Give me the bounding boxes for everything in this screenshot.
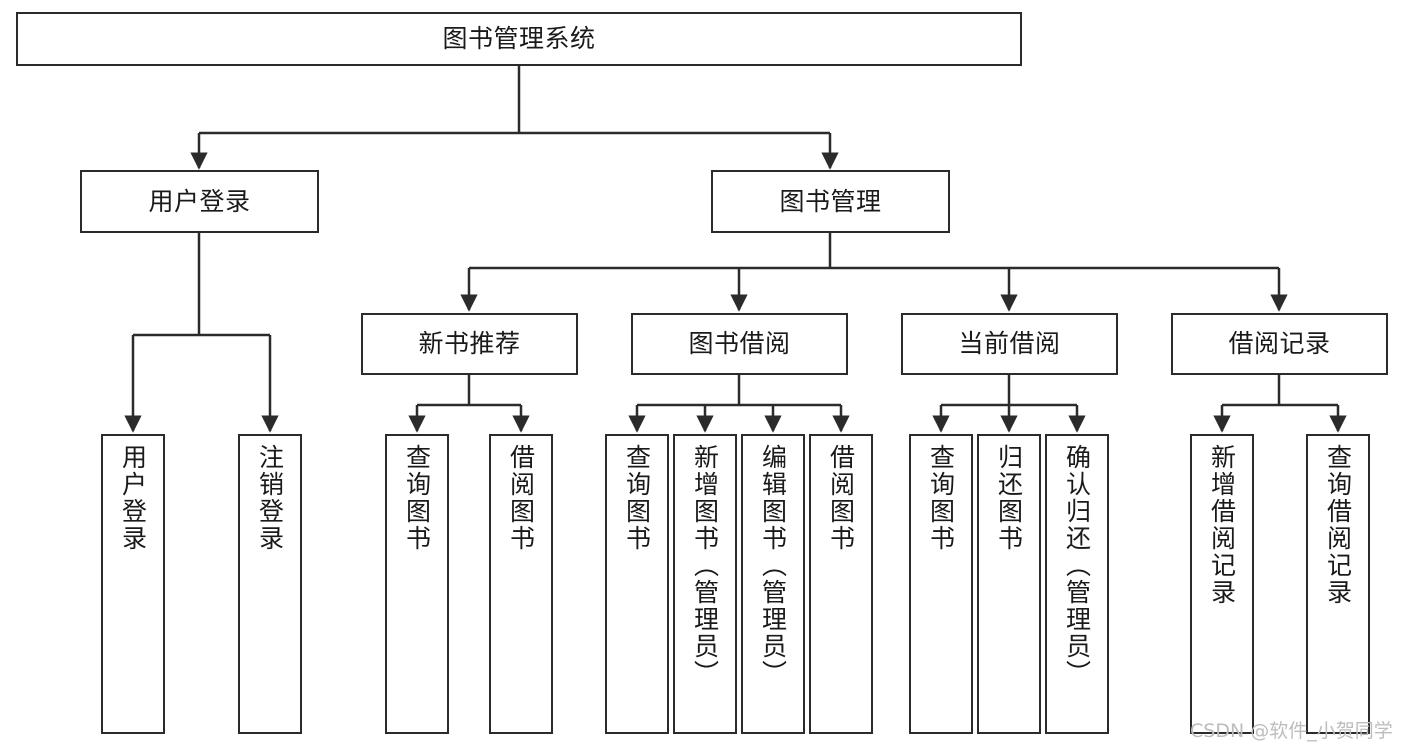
node-leaf-user-login[interactable]: 用户登录 <box>101 434 165 734</box>
node-leaf-confirm-return-admin[interactable]: 确认归还（管理员） <box>1045 434 1109 734</box>
node-label: 新增借阅记录 <box>1207 444 1237 606</box>
node-label: 借阅图书 <box>506 444 536 552</box>
node-new-book-recommend[interactable]: 新书推荐 <box>361 313 578 375</box>
node-leaf-query-book-borrow[interactable]: 查询图书 <box>605 434 669 734</box>
node-label: 新增图书（管理员） <box>690 444 720 687</box>
node-leaf-edit-book-admin[interactable]: 编辑图书（管理员） <box>741 434 805 734</box>
node-label: 新书推荐 <box>418 329 521 359</box>
node-book-borrow[interactable]: 图书借阅 <box>631 313 848 375</box>
node-label: 用户登录 <box>118 444 148 552</box>
node-leaf-query-book-current[interactable]: 查询图书 <box>909 434 973 734</box>
node-label: 注销登录 <box>255 444 285 552</box>
node-label: 查询图书 <box>402 444 432 552</box>
node-user-login[interactable]: 用户登录 <box>80 170 319 233</box>
node-label: 归还图书 <box>994 444 1024 552</box>
node-label: 确认归还（管理员） <box>1062 444 1092 687</box>
node-leaf-lend-book[interactable]: 借阅图书 <box>809 434 873 734</box>
node-label: 查询图书 <box>926 444 956 552</box>
node-root-book-management-system[interactable]: 图书管理系统 <box>16 12 1022 66</box>
node-leaf-query-book-recommend[interactable]: 查询图书 <box>385 434 449 734</box>
node-leaf-add-book-admin[interactable]: 新增图书（管理员） <box>673 434 737 734</box>
node-leaf-query-borrow-record[interactable]: 查询借阅记录 <box>1306 434 1370 734</box>
node-label: 图书管理 <box>779 186 882 216</box>
node-leaf-return-book[interactable]: 归还图书 <box>977 434 1041 734</box>
node-label: 借阅记录 <box>1228 329 1331 359</box>
node-book-management[interactable]: 图书管理 <box>711 170 950 233</box>
csdn-watermark: CSDN @软件_小贺同学 <box>1190 720 1393 742</box>
node-label: 当前借阅 <box>958 329 1061 359</box>
node-label: 图书借阅 <box>688 329 791 359</box>
node-borrow-record[interactable]: 借阅记录 <box>1171 313 1388 375</box>
node-label: 查询图书 <box>622 444 652 552</box>
node-current-borrow[interactable]: 当前借阅 <box>901 313 1118 375</box>
node-leaf-borrow-book-recommend[interactable]: 借阅图书 <box>489 434 553 734</box>
node-label: 编辑图书（管理员） <box>758 444 788 687</box>
node-label: 借阅图书 <box>826 444 856 552</box>
node-leaf-add-borrow-record[interactable]: 新增借阅记录 <box>1190 434 1254 734</box>
node-leaf-user-logout[interactable]: 注销登录 <box>238 434 302 734</box>
node-label: 查询借阅记录 <box>1323 444 1353 606</box>
node-label: 用户登录 <box>148 186 251 216</box>
node-label: 图书管理系统 <box>442 24 596 54</box>
